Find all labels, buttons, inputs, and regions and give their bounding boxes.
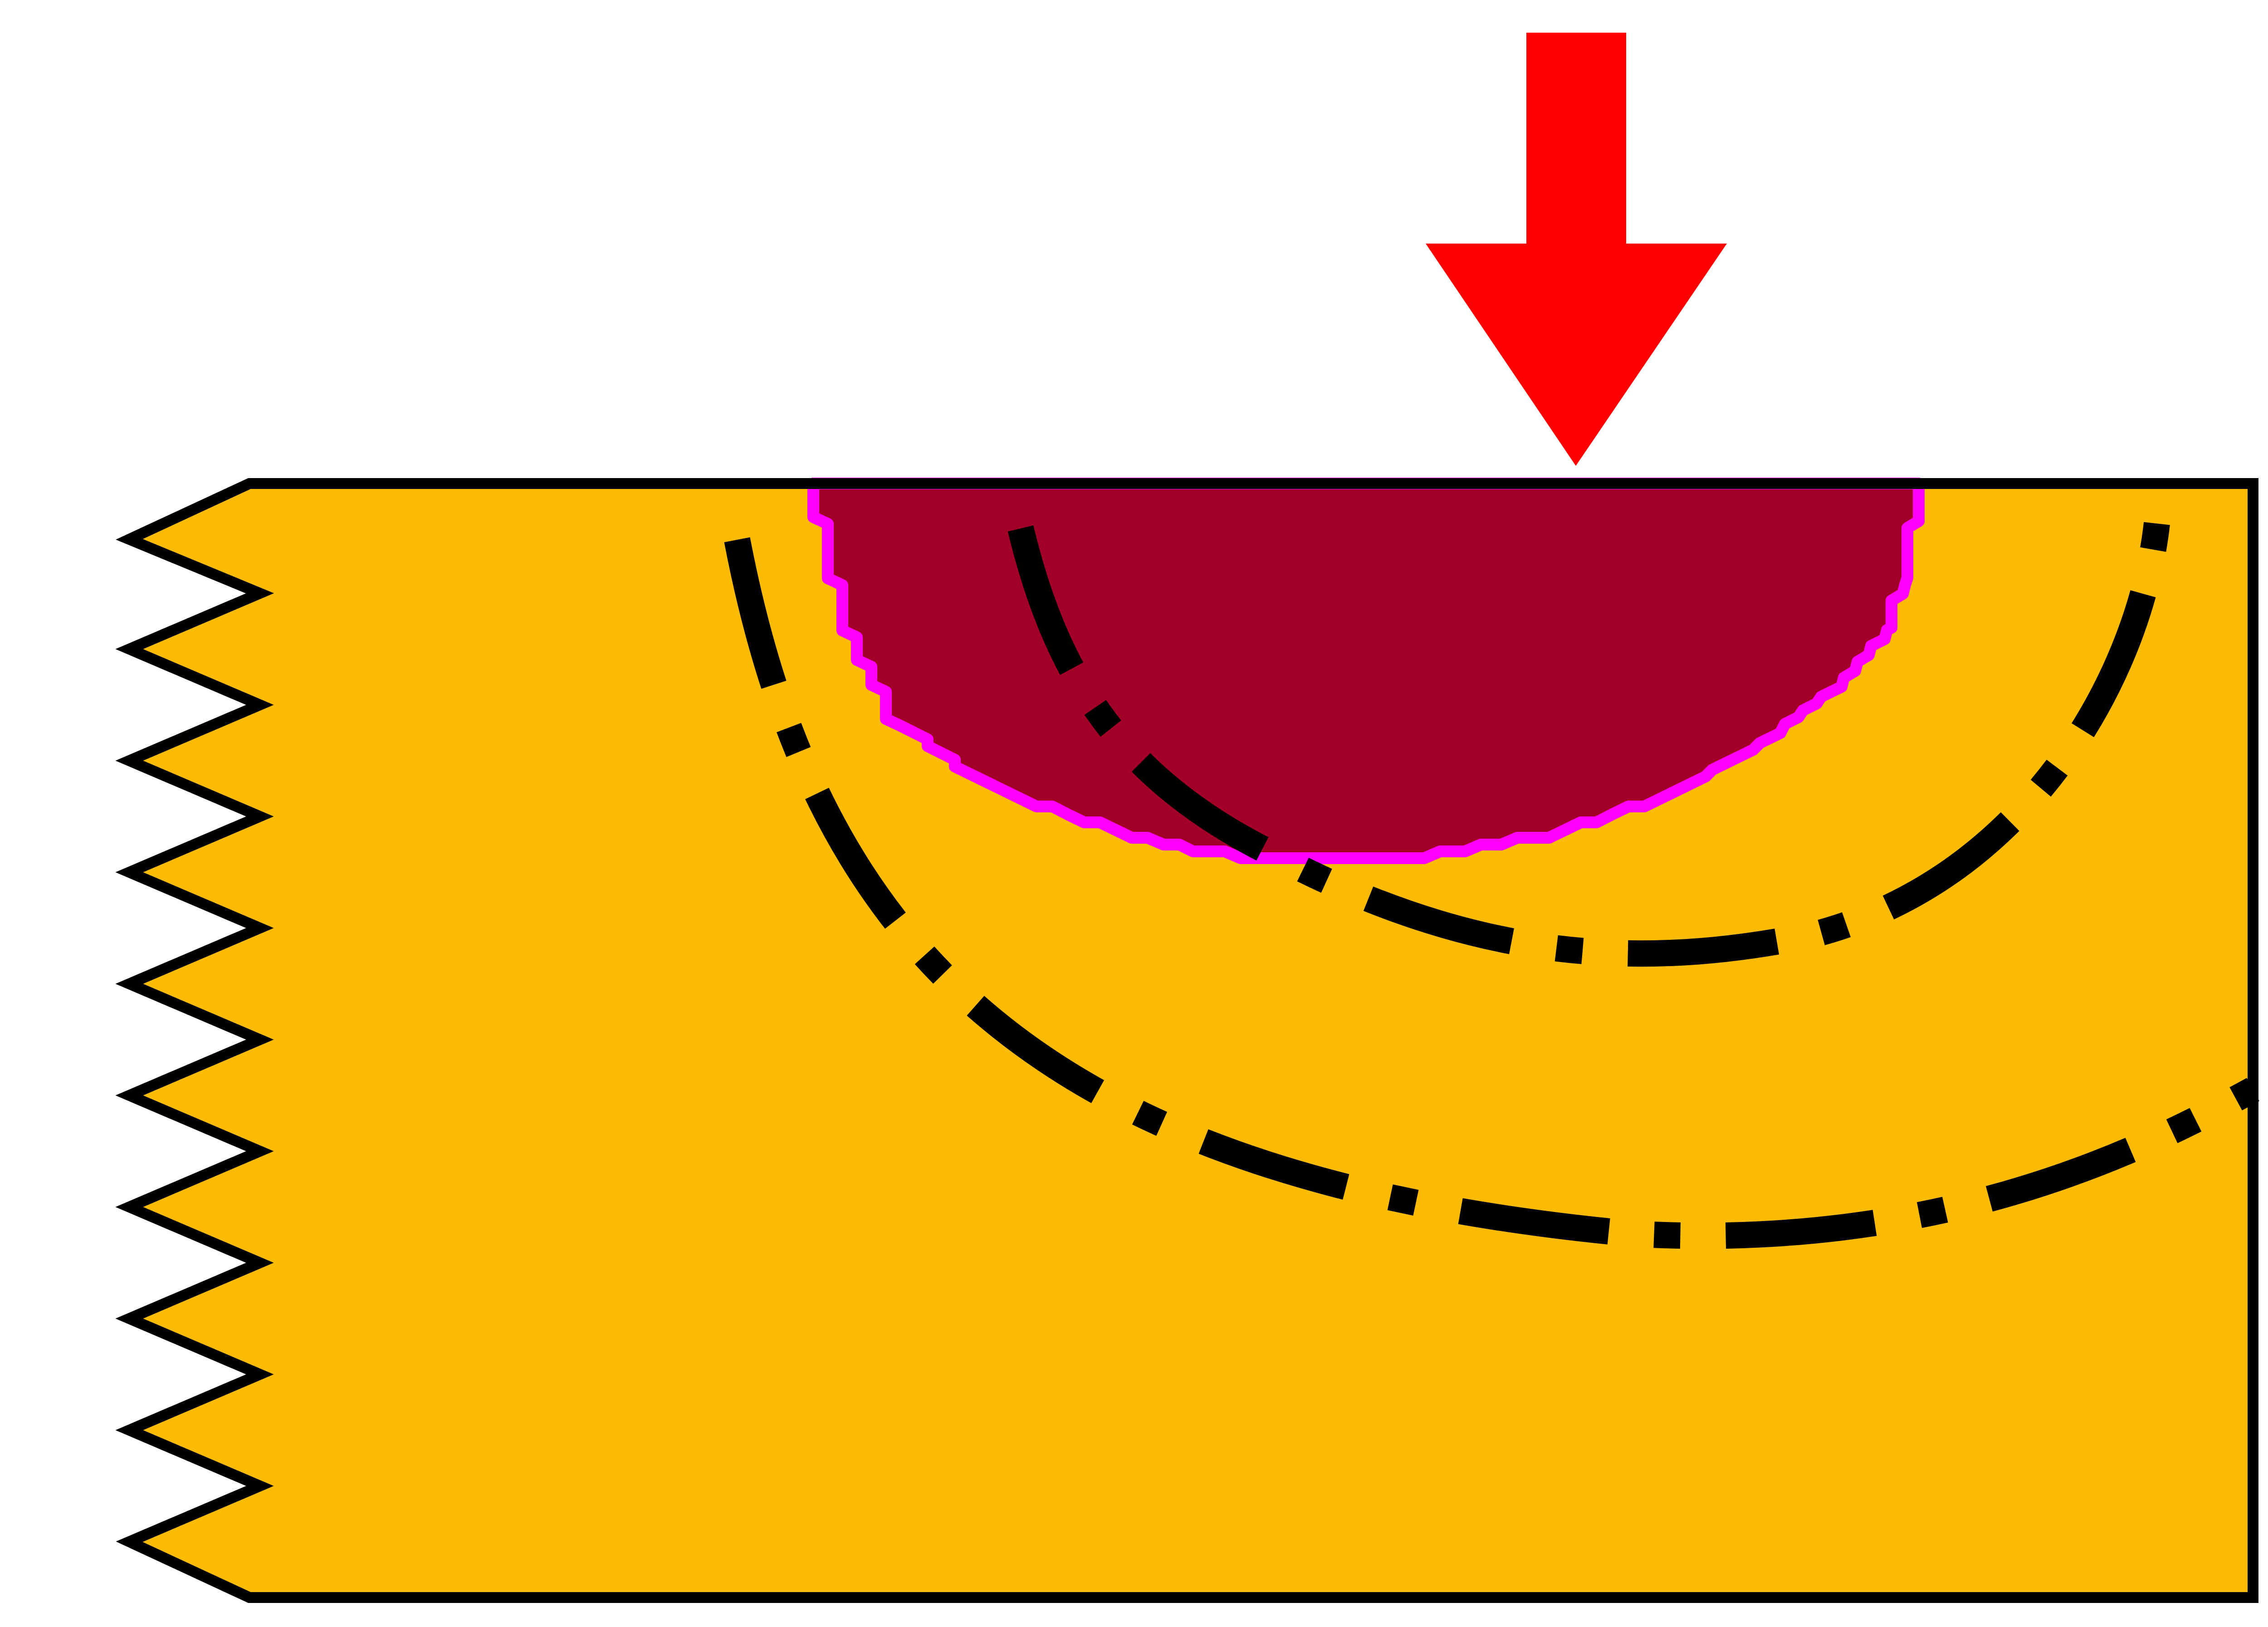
- contour-middle: [724, 537, 2259, 1249]
- arrow-down-icon: [1426, 33, 1727, 466]
- contour-inner: [1007, 483, 2172, 967]
- contact-zone: [807, 478, 1925, 864]
